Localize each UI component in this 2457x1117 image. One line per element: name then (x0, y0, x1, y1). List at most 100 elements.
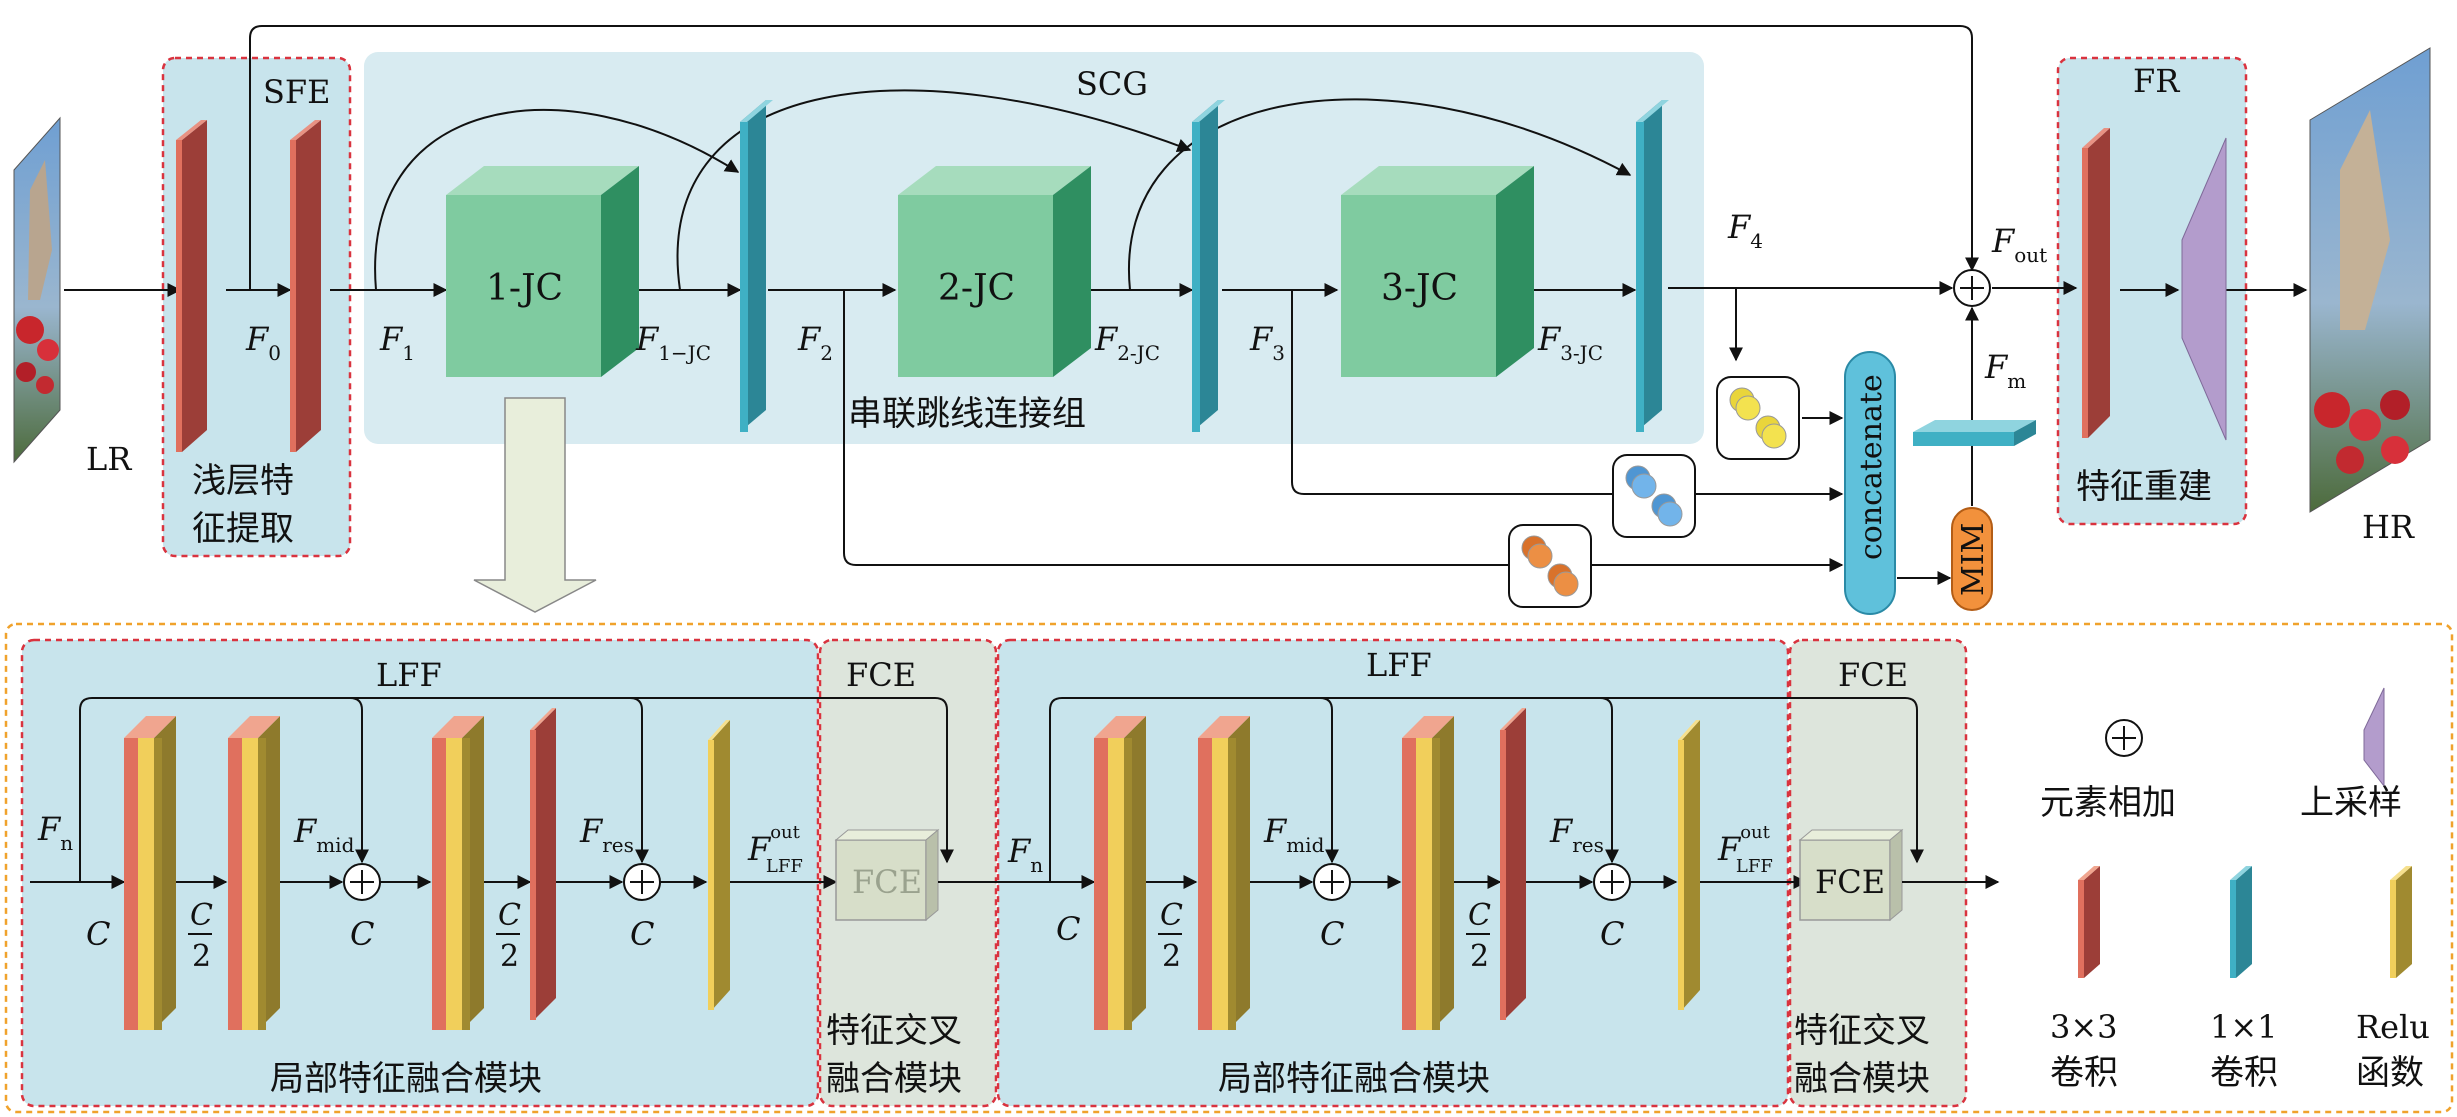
jc-block-1 (446, 166, 639, 377)
lff-tag-2: LFF (1366, 646, 1432, 684)
sfe-conv3-a (176, 120, 207, 452)
legend-conv3-line1: 3×3 (2050, 1008, 2118, 1046)
conv1-block-1 (740, 100, 773, 432)
lff-add-icon-1 (343, 863, 381, 901)
conv3-block (530, 708, 556, 1020)
label-c-2: C (350, 915, 374, 953)
mim-block (1951, 507, 1993, 611)
conv1-block-2 (1192, 100, 1225, 432)
fce-caption-2-line1: 特征交叉 (1794, 1011, 1930, 1051)
legend-add-icon (2105, 719, 2143, 757)
label-fres-2: Fres (1549, 812, 1604, 857)
label-c2-1: C 2 (188, 898, 213, 974)
conv-relu-stack-3 (432, 716, 484, 1030)
bottom-panel (4, 622, 2454, 1114)
lff-skip-inner-1 (92, 697, 369, 864)
svg-text:2: 2 (192, 939, 211, 974)
long-skip-line (249, 25, 1979, 290)
fce-block-label-2: FCE (1815, 863, 1885, 901)
label-fmid-2: Fmid (1263, 812, 1325, 857)
lr-image (13, 116, 61, 464)
label-c-5: C (1320, 915, 1344, 953)
skip-arc-1 (374, 109, 740, 291)
legend-conv1-icon (2230, 866, 2252, 978)
label-fn-2: Fn (1007, 832, 1043, 877)
lr-label: LR (86, 440, 132, 478)
label-f3: F3 (1249, 320, 1285, 365)
concat-block (1844, 351, 1896, 615)
fr-tag: FR (2133, 62, 2180, 100)
legend-relu-icon (2390, 866, 2412, 978)
sfe-caption-line2: 征提取 (192, 509, 294, 549)
label-c-4: C (1056, 910, 1080, 948)
label-f1jc: F1−JC (635, 320, 711, 365)
lff-add-icon-2 (623, 863, 661, 901)
feature-chip-orange (1508, 524, 1592, 608)
fce-block-2 (1798, 828, 1904, 922)
svg-text:C: C (1160, 898, 1183, 933)
fr-conv3 (2082, 128, 2110, 438)
label-f2: F2 (797, 320, 833, 365)
label-f3jc: F3-JC (1537, 320, 1603, 365)
flat-conv1-block (1913, 420, 2036, 446)
lff-caption-1: 局部特征融合模块 (270, 1059, 542, 1099)
svg-text:C: C (498, 898, 521, 933)
label-fm: Fm (1984, 348, 2026, 393)
fce-tag-1: FCE (846, 656, 916, 694)
label-f2jc: F2-JC (1094, 320, 1160, 365)
label-c-1: C (86, 915, 110, 953)
branch-f3 (1291, 290, 1612, 495)
legend-relu-line1: Relu (2356, 1008, 2430, 1046)
jc-label-1: 1-JC (486, 268, 563, 309)
skip-arc-3 (1127, 98, 1632, 291)
feature-chip-blue (1612, 454, 1696, 538)
relu-block (708, 720, 730, 1010)
concat-label: concatenate (1854, 374, 1889, 560)
branch-f2 (843, 290, 1508, 566)
legend-conv3-line2: 卷积 (2050, 1053, 2118, 1093)
label-c2-4: C 2 (1466, 898, 1491, 974)
conv1-block-3 (1636, 100, 1669, 432)
feature-chip-yellow (1716, 376, 1800, 460)
lff-caption-2: 局部特征融合模块 (1218, 1059, 1490, 1099)
hr-image (2309, 47, 2431, 513)
lff-panel-2 (996, 638, 1790, 1108)
svg-text:2: 2 (1470, 939, 1489, 974)
legend-conv1-line2: 卷积 (2210, 1053, 2278, 1093)
legend-conv1-line1: 1×1 (2210, 1008, 2278, 1046)
label-c2-3: C 2 (1158, 898, 1183, 974)
legend-conv3-icon (2078, 866, 2100, 978)
lff-skip-inner-2 (362, 697, 649, 864)
top-add-icon (1953, 269, 1991, 307)
sfe-tag: SFE (263, 73, 330, 111)
fce-block-1 (834, 828, 940, 922)
scg-tag: SCG (1076, 65, 1148, 103)
label-f4: F4 (1727, 208, 1763, 253)
mim-label: MIM (1956, 523, 1991, 596)
label-fn-1: Fn (37, 810, 73, 855)
svg-text:C: C (1468, 898, 1491, 933)
jc-block-2 (898, 166, 1091, 377)
svg-text:2: 2 (1162, 939, 1181, 974)
fr-upsample (2181, 137, 2227, 441)
legend-upsample-label: 上采样 (2300, 783, 2402, 823)
svg-text:C: C (190, 898, 213, 933)
svg-text:2: 2 (500, 939, 519, 974)
label-c-6: C (1600, 915, 1624, 953)
jc-block-3 (1341, 166, 1534, 377)
fce-block-label-1: FCE (852, 863, 922, 901)
label-fres-1: Fres (579, 812, 634, 857)
conv-relu-stack-2 (228, 716, 280, 1030)
label-f1: F1 (379, 320, 415, 365)
legend-upsample-icon (2363, 687, 2385, 788)
label-c2-2: C 2 (496, 898, 521, 974)
conv-relu-stack-1 (124, 716, 176, 1030)
jc-label-2: 2-JC (938, 268, 1015, 309)
lff-tag-1: LFF (376, 656, 442, 694)
sfe-conv3-b (290, 120, 321, 452)
lff-panel-1 (20, 638, 820, 1108)
jc-label-3: 3-JC (1381, 268, 1458, 309)
